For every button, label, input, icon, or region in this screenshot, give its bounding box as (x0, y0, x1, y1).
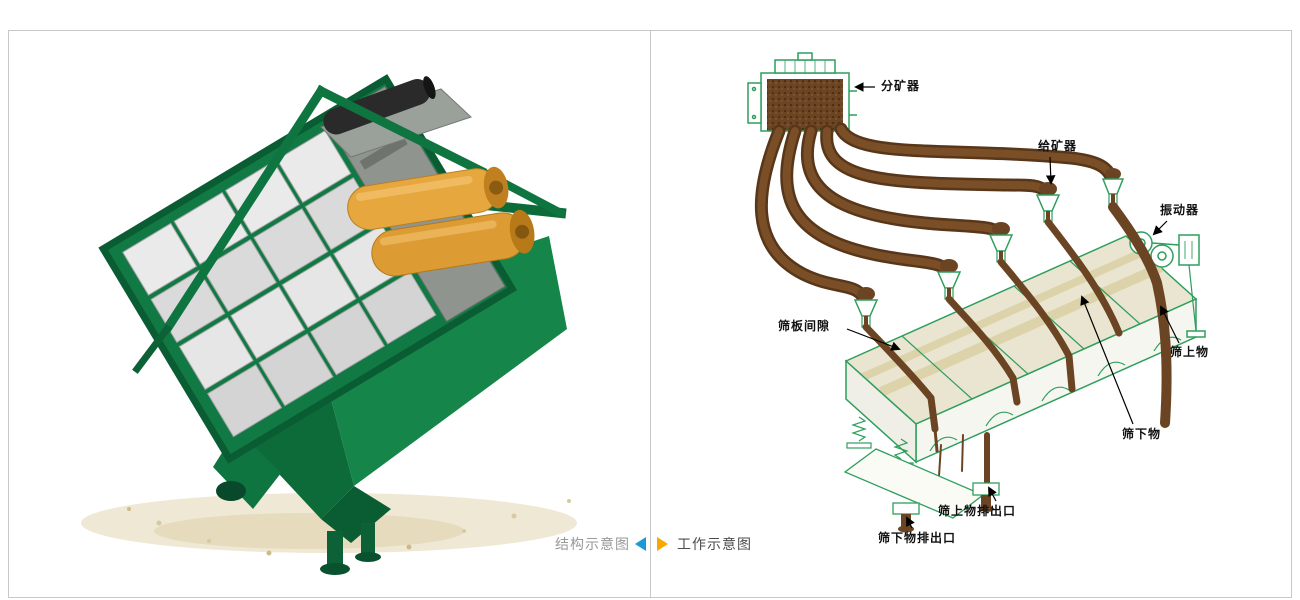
distributor-illustration (747, 52, 857, 132)
structure-panel: 结构示意图 (9, 31, 650, 597)
working-panel: 分矿器 给矿器 振动器 筛板间隙 筛上物 筛下物 筛上物排出口 筛下物排出口 工… (651, 31, 1291, 597)
label-feeder: 给矿器 (1038, 139, 1078, 153)
label-undersize-outlet: 筛下物排出口 (878, 531, 957, 545)
material-flows (862, 202, 1172, 486)
feed-pipes (754, 122, 1118, 304)
feeder-unit (1101, 168, 1125, 206)
feeder-unit (936, 259, 962, 301)
annotation-arrows (846, 82, 1180, 529)
next-arrow-icon[interactable] (657, 537, 668, 551)
label-oversize: 筛上物 (1170, 345, 1210, 359)
top-motor (320, 76, 472, 158)
feeder-unit (1035, 182, 1061, 224)
label-distributor: 分矿器 (881, 79, 921, 93)
screen-deck-schematic (844, 235, 1198, 469)
content-frame: 结构示意图 (8, 30, 1292, 598)
discharge-outlets (843, 448, 1000, 533)
panel-divider (650, 31, 651, 597)
label-undersize: 筛下物 (1122, 427, 1162, 441)
machine-3d-render (81, 74, 577, 575)
feeder-unit (853, 287, 879, 329)
label-vibrator: 振动器 (1160, 203, 1200, 217)
caption-structure: 结构示意图 (555, 536, 630, 552)
caption-working: 工作示意图 (677, 536, 752, 552)
label-oversize-outlet: 筛上物排出口 (938, 504, 1017, 518)
vibration-motors (347, 166, 535, 277)
feeder-unit (988, 222, 1014, 264)
label-screen-plate-gap: 筛板间隙 (778, 319, 831, 333)
feeders (853, 168, 1125, 329)
working-schematic (747, 52, 1206, 533)
prev-arrow-icon[interactable] (635, 537, 646, 551)
